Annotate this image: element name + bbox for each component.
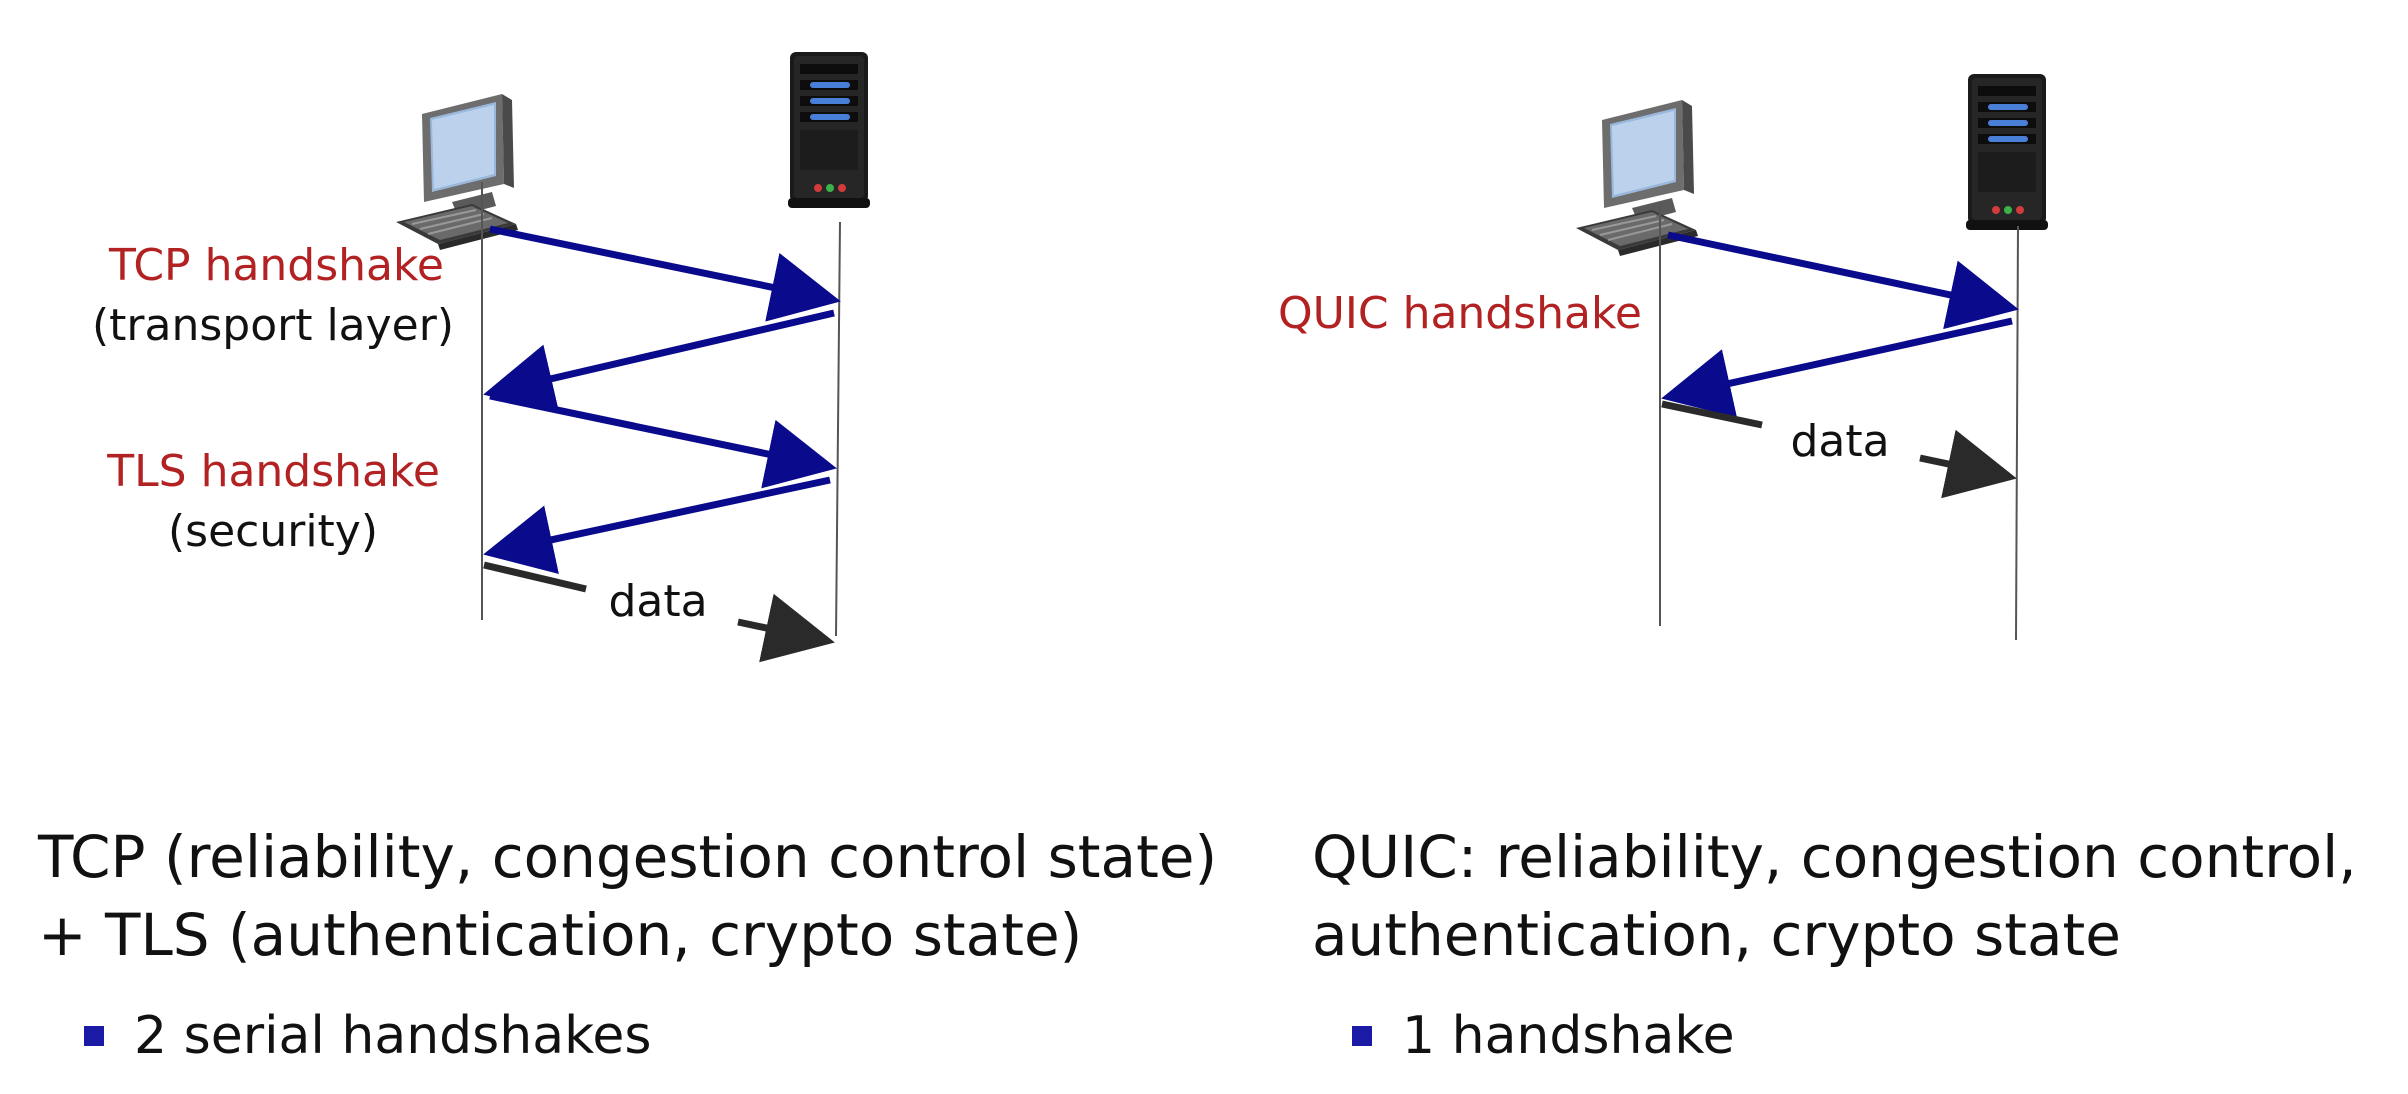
- data-arrow-head: [1919, 429, 2017, 499]
- tls-handshake-sublabel: (security): [168, 506, 378, 557]
- bullet-square-icon: [1352, 1026, 1372, 1046]
- tcp-handshake-arrows: [483, 225, 841, 413]
- left-description: TCP (reliability, congestion control sta…: [38, 818, 1217, 974]
- quic-response-arrow: [1661, 317, 2013, 418]
- right-data-label: data: [1790, 416, 1889, 467]
- data-arrow-tail: [1661, 400, 1763, 429]
- quic-handshake-arrows: [1661, 231, 2019, 418]
- right-bullet-text: 1 handshake: [1402, 1006, 1735, 1066]
- tls-handshake-arrows: [483, 392, 837, 574]
- left-bullet-text: 2 serial handshakes: [134, 1006, 652, 1066]
- left-description-line2: + TLS (authentication, crypto state): [38, 901, 1083, 969]
- right-bullet: 1 handshake: [1352, 1006, 1735, 1066]
- right-description-line2: authentication, crypto state: [1312, 901, 2121, 969]
- right-data-arrow: [1661, 400, 2017, 499]
- tls-clienthello-arrow: [489, 392, 837, 489]
- quic-initial-arrow: [1667, 231, 2019, 330]
- left-data-arrow: [483, 561, 835, 663]
- left-description-line1: TCP (reliability, congestion control sta…: [38, 823, 1218, 891]
- right-description-line1: QUIC: reliability, congestion control,: [1312, 823, 2357, 891]
- left-bullet: 2 serial handshakes: [84, 1006, 651, 1066]
- tls-serverhello-arrow: [483, 476, 831, 574]
- quic-handshake-label: QUIC handshake: [1278, 288, 1642, 339]
- client-computer-icon: [1575, 99, 1699, 257]
- server-tower-icon: [788, 52, 870, 208]
- client-computer-icon: [395, 93, 519, 251]
- tcp-syn-arrow: [489, 225, 841, 322]
- bullet-square-icon: [84, 1026, 104, 1046]
- left-data-label: data: [608, 576, 707, 627]
- server-tower-icon: [1966, 74, 2048, 230]
- data-arrow-head: [737, 593, 835, 663]
- tcp-handshake-label: TCP handshake: [108, 240, 444, 291]
- server-timeline: [2015, 225, 2019, 641]
- tcp-synack-arrow: [483, 309, 835, 413]
- data-arrow-tail: [483, 561, 587, 593]
- server-timeline: [835, 221, 841, 637]
- right-description: QUIC: reliability, congestion control, a…: [1312, 818, 2357, 974]
- tcp-handshake-sublabel: (transport layer): [92, 300, 454, 351]
- tls-handshake-label: TLS handshake: [106, 446, 440, 497]
